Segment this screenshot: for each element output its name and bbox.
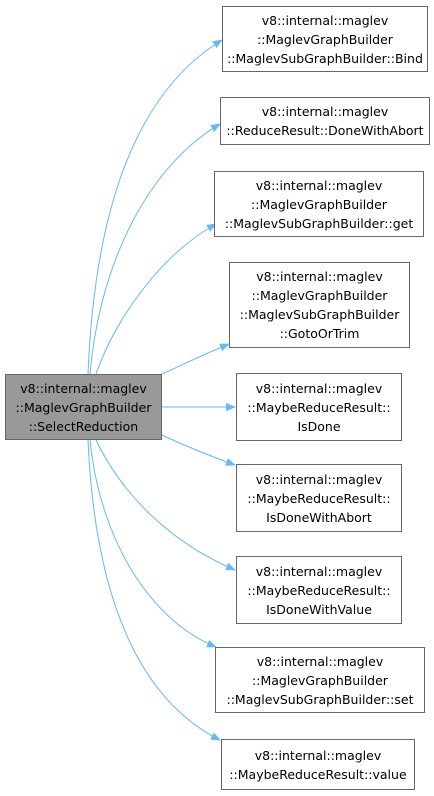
target-node-is-done-with-abort[interactable]: v8::internal::maglev ::MaybeReduceResult…: [236, 464, 402, 532]
target-node-is-done-with-value[interactable]: v8::internal::maglev ::MaybeReduceResult…: [236, 556, 402, 624]
target-node-line: v8::internal::maglev: [261, 12, 389, 28]
target-node-line: IsDone: [297, 418, 341, 434]
edge-to-done-with-abort: [89, 123, 221, 375]
edge-to-is-done-with-value: [95, 439, 236, 571]
source-node-select-reduction: v8::internal::maglev ::MaglevGraphBuilde…: [5, 374, 162, 440]
target-node-line: ::MaglevGraphBuilder: [257, 31, 393, 47]
source-node-line-1: v8::internal::maglev: [20, 380, 147, 396]
target-node-line: v8::internal::maglev: [261, 104, 389, 119]
target-node-line: ::MaglevSubGraphBuilder::get: [224, 215, 414, 231]
target-node-set[interactable]: v8::internal::maglev ::MaglevGraphBuilde…: [215, 647, 425, 713]
target-node-line: ::GotoOrTrim: [279, 326, 360, 341]
target-node-line: ::MaybeReduceResult::: [247, 490, 391, 506]
target-node-bind[interactable]: v8::internal::maglev ::MaglevGraphBuilde…: [222, 6, 428, 72]
target-node-line: ::MaglevSubGraphBuilder: [239, 307, 400, 322]
target-node-line: v8::internal::maglev: [255, 380, 383, 396]
target-node-line: IsDoneWithAbort: [266, 509, 372, 525]
edge-to-bind: [87, 39, 223, 375]
target-node-line: ::ReduceResult::DoneWithAbort: [226, 123, 424, 138]
edge-to-set: [89, 439, 217, 648]
target-node-line: v8::internal::maglev: [256, 653, 384, 669]
target-node-line: v8::internal::maglev: [255, 177, 383, 193]
target-node-line: v8::internal::maglev: [254, 747, 382, 763]
edge-to-get: [95, 223, 217, 375]
target-node-goto-or-trim[interactable]: v8::internal::maglev ::MaglevGraphBuilde…: [229, 262, 410, 348]
source-node-line-2: ::MaglevGraphBuilder: [15, 399, 152, 415]
target-node-line: ::MaglevGraphBuilder: [252, 672, 388, 688]
target-node-line: ::MaybeReduceResult::value: [229, 766, 407, 782]
target-node-line: v8::internal::maglev: [256, 269, 383, 284]
target-node-line: ::MaglevSubGraphBuilder::Bind: [227, 50, 423, 66]
source-node-line-3: ::SelectReduction: [28, 418, 139, 434]
target-node-line: ::MaglevGraphBuilder: [251, 288, 388, 303]
target-node-line: ::MaglevGraphBuilder: [251, 196, 387, 212]
edge-to-is-done-with-abort: [161, 434, 236, 466]
target-node-line: v8::internal::maglev: [255, 563, 383, 579]
target-node-get[interactable]: v8::internal::maglev ::MaglevGraphBuilde…: [214, 171, 424, 237]
edge-to-value: [87, 439, 221, 741]
edge-to-goto-or-trim: [161, 343, 230, 375]
target-node-done-with-abort[interactable]: v8::internal::maglev ::ReduceResult::Don…: [220, 97, 430, 145]
target-node-value[interactable]: v8::internal::maglev ::MaybeReduceResult…: [221, 739, 415, 790]
target-node-line: IsDoneWithValue: [266, 601, 372, 617]
target-node-is-done[interactable]: v8::internal::maglev ::MaybeReduceResult…: [236, 373, 402, 441]
target-node-line: ::MaybeReduceResult::: [247, 582, 391, 598]
target-node-line: ::MaglevSubGraphBuilder::set: [226, 691, 414, 707]
target-node-line: v8::internal::maglev: [255, 471, 383, 487]
target-node-line: ::MaybeReduceResult::: [247, 399, 391, 415]
